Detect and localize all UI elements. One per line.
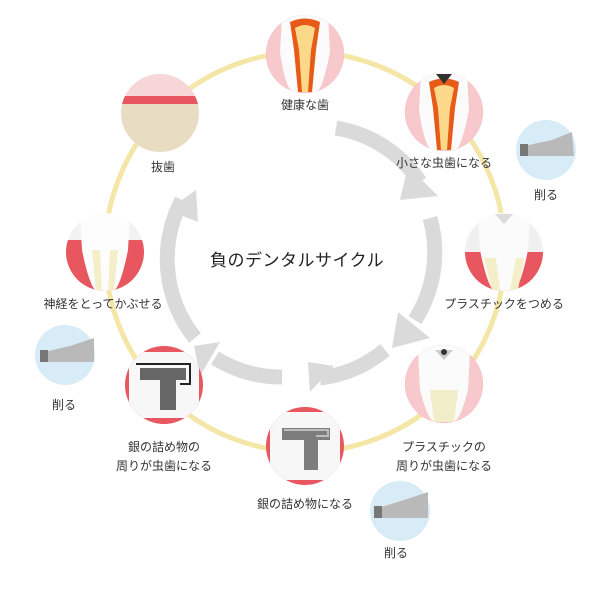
crown-tooth-icon bbox=[66, 213, 144, 291]
stage-plastic-cavity-line2: 周りが虫歯になる bbox=[395, 459, 493, 473]
stage-plastic-fill-label: プラスチックをつめる bbox=[444, 297, 564, 311]
stage-silver-cavity-line2: 周りが虫歯になる bbox=[115, 459, 213, 473]
plastic-cavity-tooth-icon bbox=[405, 345, 483, 423]
stage-silver-cavity-line1: 銀の詰め物の bbox=[127, 440, 201, 454]
drill-label-2: 削る bbox=[383, 546, 409, 560]
drill-label-1: 削る bbox=[533, 188, 559, 202]
stage-silver-cavity-label: 銀の詰め物の 周りが虫歯になる bbox=[116, 438, 212, 476]
drill-icon-2 bbox=[370, 481, 430, 541]
drill-label-3: 削る bbox=[51, 398, 77, 412]
silver-cavity-tooth-icon bbox=[125, 346, 203, 424]
stage-healthy-label: 健康な歯 bbox=[280, 98, 330, 112]
healthy-tooth-icon bbox=[266, 15, 344, 93]
extraction-gum-icon bbox=[121, 74, 199, 152]
diagram-title: 負のデンタルサイクル bbox=[210, 251, 385, 271]
stage-small-cavity-label: 小さな虫歯になる bbox=[395, 156, 493, 170]
arrow-5 bbox=[159, 196, 201, 343]
stage-plastic-cavity-label: プラスチックの 周りが虫歯になる bbox=[396, 438, 492, 476]
stage-extraction-label: 抜歯 bbox=[150, 160, 176, 174]
drill-icon-1 bbox=[516, 120, 576, 180]
stage-plastic-cavity-line1: プラスチックの bbox=[402, 440, 486, 454]
silver-filling-tooth-icon bbox=[266, 407, 344, 485]
plastic-filling-tooth-icon bbox=[465, 213, 543, 291]
stage-crown-label: 神経をとってかぶせる bbox=[43, 297, 163, 311]
arrow-2 bbox=[408, 215, 443, 325]
small-cavity-tooth-icon bbox=[405, 73, 483, 151]
stage-silver-fill-label: 銀の詰め物になる bbox=[256, 497, 354, 511]
arrow-3 bbox=[318, 344, 390, 386]
drill-icon-3 bbox=[35, 325, 95, 385]
arrow-4 bbox=[211, 351, 283, 385]
arrowheads bbox=[168, 166, 438, 392]
